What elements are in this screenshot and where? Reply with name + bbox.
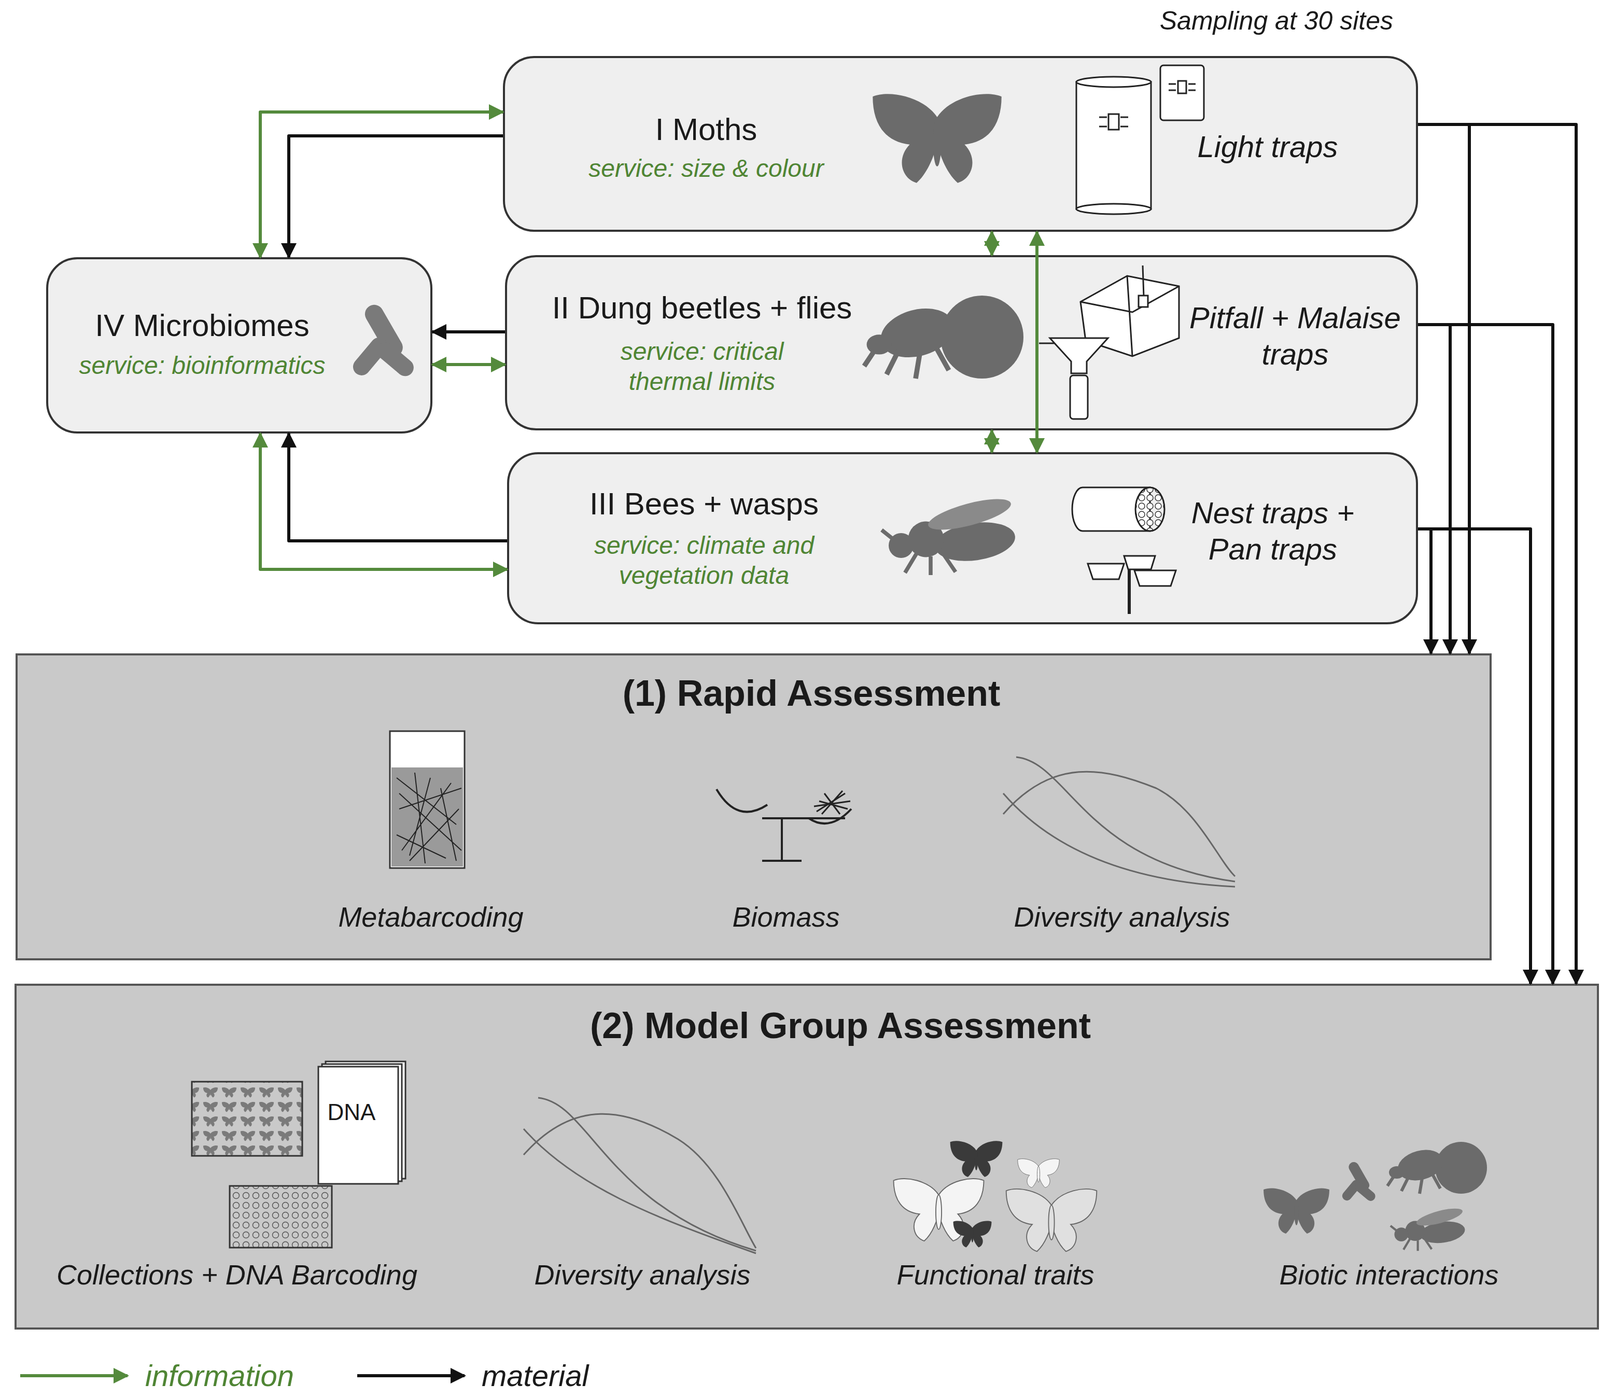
- legend-line-information: [20, 1373, 128, 1378]
- moth-panel-art: [872, 65, 1204, 215]
- microbe-panel-art: [349, 301, 417, 380]
- assessment-band: (1) Rapid AssessmentMetabarcoding Biomass…: [15, 653, 1492, 961]
- model-band-art: [191, 1061, 1487, 1254]
- information-arrow: [432, 362, 505, 367]
- service-note: service: bioinformatics: [57, 350, 348, 381]
- dung-panel-art: [864, 265, 1180, 419]
- trap-label: Pitfall + Malaise traps: [1183, 299, 1407, 372]
- material-arrow: [1418, 124, 1577, 984]
- trap-label: Light traps: [1148, 128, 1387, 165]
- method-caption: Diversity analysis: [966, 900, 1278, 934]
- material-arrow: [1418, 528, 1531, 984]
- legend-line-material: [357, 1373, 465, 1378]
- box-title: I Moths: [524, 110, 888, 149]
- book-label: DNA: [327, 1098, 376, 1127]
- information-arrow: [990, 231, 994, 256]
- rapid-band-art: [389, 731, 1235, 887]
- material-arrow: [1418, 324, 1451, 654]
- method-caption: Functional traits: [839, 1257, 1152, 1292]
- legend-text: information: [145, 1357, 294, 1394]
- method-caption: Biotic interactions: [1233, 1257, 1545, 1292]
- legend-text: material: [481, 1357, 589, 1394]
- service-note: service: climate and vegetation data: [558, 530, 850, 591]
- service-note: service: critical thermal limits: [580, 336, 824, 397]
- box-title: II Dung beetles + flies: [510, 289, 894, 327]
- information-arrow: [1035, 231, 1039, 453]
- material-arrow: [288, 433, 508, 541]
- band-title: (1) Rapid Assessment: [448, 671, 1175, 715]
- material-arrow: [1418, 528, 1431, 654]
- bee-panel-art: [881, 487, 1177, 614]
- material-arrow: [1418, 124, 1470, 654]
- service-note: service: size & colour: [524, 153, 888, 184]
- method-caption: Collections + DNA Barcoding: [29, 1257, 445, 1292]
- information-arrow: [260, 433, 508, 570]
- information-arrow: [260, 111, 503, 258]
- information-arrow: [990, 430, 994, 453]
- material-arrow: [1418, 324, 1553, 984]
- site-note: Sampling at 30 sites: [1159, 5, 1394, 37]
- band-title: (2) Model Group Assessment: [451, 1003, 1230, 1048]
- material-arrow: [432, 330, 505, 334]
- material-arrow: [288, 135, 503, 258]
- method-caption: Metabarcoding: [301, 900, 561, 934]
- trap-label: Nest traps + Pan traps: [1184, 494, 1361, 567]
- method-caption: Diversity analysis: [486, 1257, 798, 1292]
- method-caption: Biomass: [682, 900, 890, 934]
- box-title: III Bees + wasps: [522, 485, 886, 523]
- box-title: IV Microbiomes: [57, 306, 348, 345]
